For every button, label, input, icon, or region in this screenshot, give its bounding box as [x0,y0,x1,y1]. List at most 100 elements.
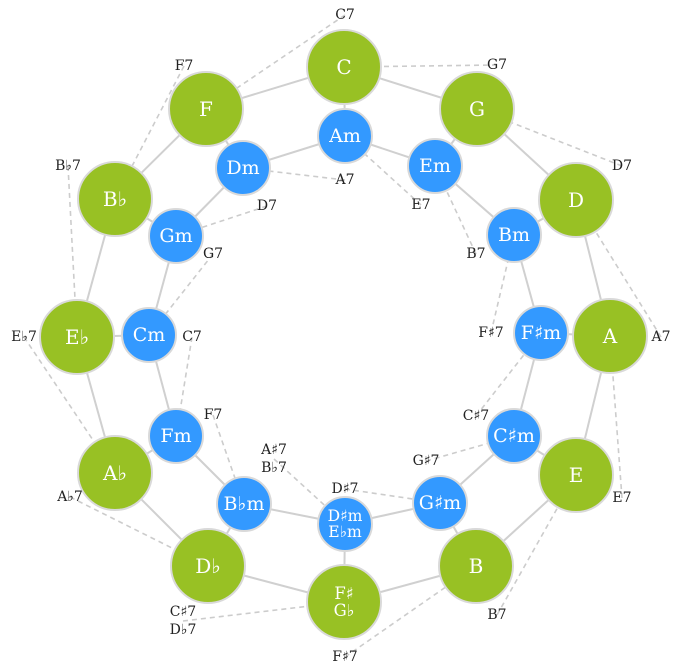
key-node-e[interactable]: E [538,437,614,513]
key-label: Dm [226,157,259,179]
seventh-chord-label: D7 [257,198,277,214]
key-label: G♭ [334,601,355,620]
seventh-chord-label: C♯7 [463,408,489,424]
key-label: E♭m [328,523,362,541]
key-label: F♯ [334,584,353,603]
key-circle [77,435,153,511]
key-label: Cm [133,324,166,346]
dominant-link-s-bb7-out-eb [67,165,78,338]
seventh-chord-label: F♯7 [332,649,357,665]
key-label: Bm [498,224,530,246]
key-label: B♭ [103,187,127,211]
key-circle [513,305,569,361]
seventh-chord-label: E7 [612,490,631,506]
key-label: B [469,554,484,578]
key-node-bm[interactable]: Bm [486,207,542,263]
key-label: D♭ [195,554,220,578]
key-circle [439,71,515,147]
key-label: C [336,55,351,79]
seventh-chord-label: F7 [204,407,223,423]
seventh-chord-label: D♭7 [170,622,197,638]
seventh-chord-label: C7 [335,7,355,23]
key-node-bbm[interactable]: B♭m [216,476,272,532]
key-label: G [469,97,485,121]
key-circle [215,140,271,196]
key-circle [412,475,468,531]
seventh-chord-label: C7 [182,329,202,345]
key-node-b[interactable]: B [438,528,514,604]
dominant-link-s-d7-in-gm [175,205,268,237]
key-node-g-sharpm[interactable]: G♯m [412,475,468,531]
seventh-chord-label: A♯7 [260,442,287,458]
key-circle [170,528,246,604]
key-label: F♯m [521,322,561,344]
seventh-chord-label: F7 [175,58,194,74]
key-label: Gm [159,225,192,247]
key-circle [486,207,542,263]
key-node-am[interactable]: Am [317,108,373,164]
key-circle [317,108,373,164]
key-node-f-sharpm[interactable]: F♯m [513,305,569,361]
seventh-chord-label: G7 [487,57,507,73]
key-node-d-sharpm[interactable]: D♯mE♭m [317,496,373,552]
seventh-chord-label: A7 [650,329,670,345]
seventh-chord-label: B7 [466,246,485,262]
dominant-link-s-f7-in-bbm [212,414,245,505]
key-node-cm[interactable]: Cm [121,307,177,363]
key-circle [306,564,382,640]
key-label: F [199,97,213,121]
key-label: E♭ [65,325,89,349]
key-circle [121,307,177,363]
seventh-chord-label: B7 [487,607,506,623]
key-label: A♭ [102,461,127,485]
dominant-link-s-d-sharp7-in-g-sharpm [344,488,441,504]
seventh-chord-label: F♯7 [478,325,503,341]
key-label: D♯m [328,507,363,525]
key-label: E [569,463,584,487]
seventh-chord-label: E7 [411,197,430,213]
seventh-chord-label: A♭7 [56,489,83,505]
key-circle [148,408,204,464]
seventh-chord-label: B♭7 [55,158,81,174]
key-node-eb[interactable]: E♭ [39,299,115,375]
key-circle [77,161,153,237]
key-node-ab[interactable]: A♭ [77,435,153,511]
key-node-db[interactable]: D♭ [170,528,246,604]
key-circle [317,496,373,552]
key-label: G♯m [419,492,461,514]
key-node-fm[interactable]: Fm [148,408,204,464]
seventh-chord-label: D7 [612,158,632,174]
key-node-g[interactable]: G [439,71,515,147]
dominant-link-s-b7-in-em [434,165,477,255]
key-circle [39,299,115,375]
key-circle [168,71,244,147]
key-node-f-sharp[interactable]: F♯G♭ [306,564,382,640]
key-node-a[interactable]: A [572,298,648,374]
key-node-c[interactable]: C [306,29,382,105]
key-circle [148,208,204,264]
seventh-chord-label: E♭7 [11,329,37,345]
key-node-em[interactable]: Em [407,138,463,194]
dominant-seventh-labels: C7G7D7A7E7B7F♯7C♯7D♭7A♭7E♭7B♭7F7A7E7B7F♯… [11,7,670,665]
key-circle [538,437,614,513]
key-node-gm[interactable]: Gm [148,208,204,264]
seventh-chord-label: G♯7 [413,453,440,469]
seventh-chord-label: A7 [334,172,354,188]
key-node-dm[interactable]: Dm [215,140,271,196]
key-circle [572,298,648,374]
key-label: Em [419,155,451,177]
key-circle [538,162,614,238]
key-node-d[interactable]: D [538,162,614,238]
key-circle [407,138,463,194]
key-label: D [568,188,584,212]
seventh-chord-label: D♯7 [332,481,359,497]
key-node-bb[interactable]: B♭ [77,161,153,237]
key-label: Fm [160,425,191,447]
key-label: B♭m [224,493,265,515]
key-node-f[interactable]: F [168,71,244,147]
seventh-chord-label: G7 [203,246,223,262]
key-label: C♯m [493,425,535,447]
key-node-c-sharpm[interactable]: C♯m [486,408,542,464]
